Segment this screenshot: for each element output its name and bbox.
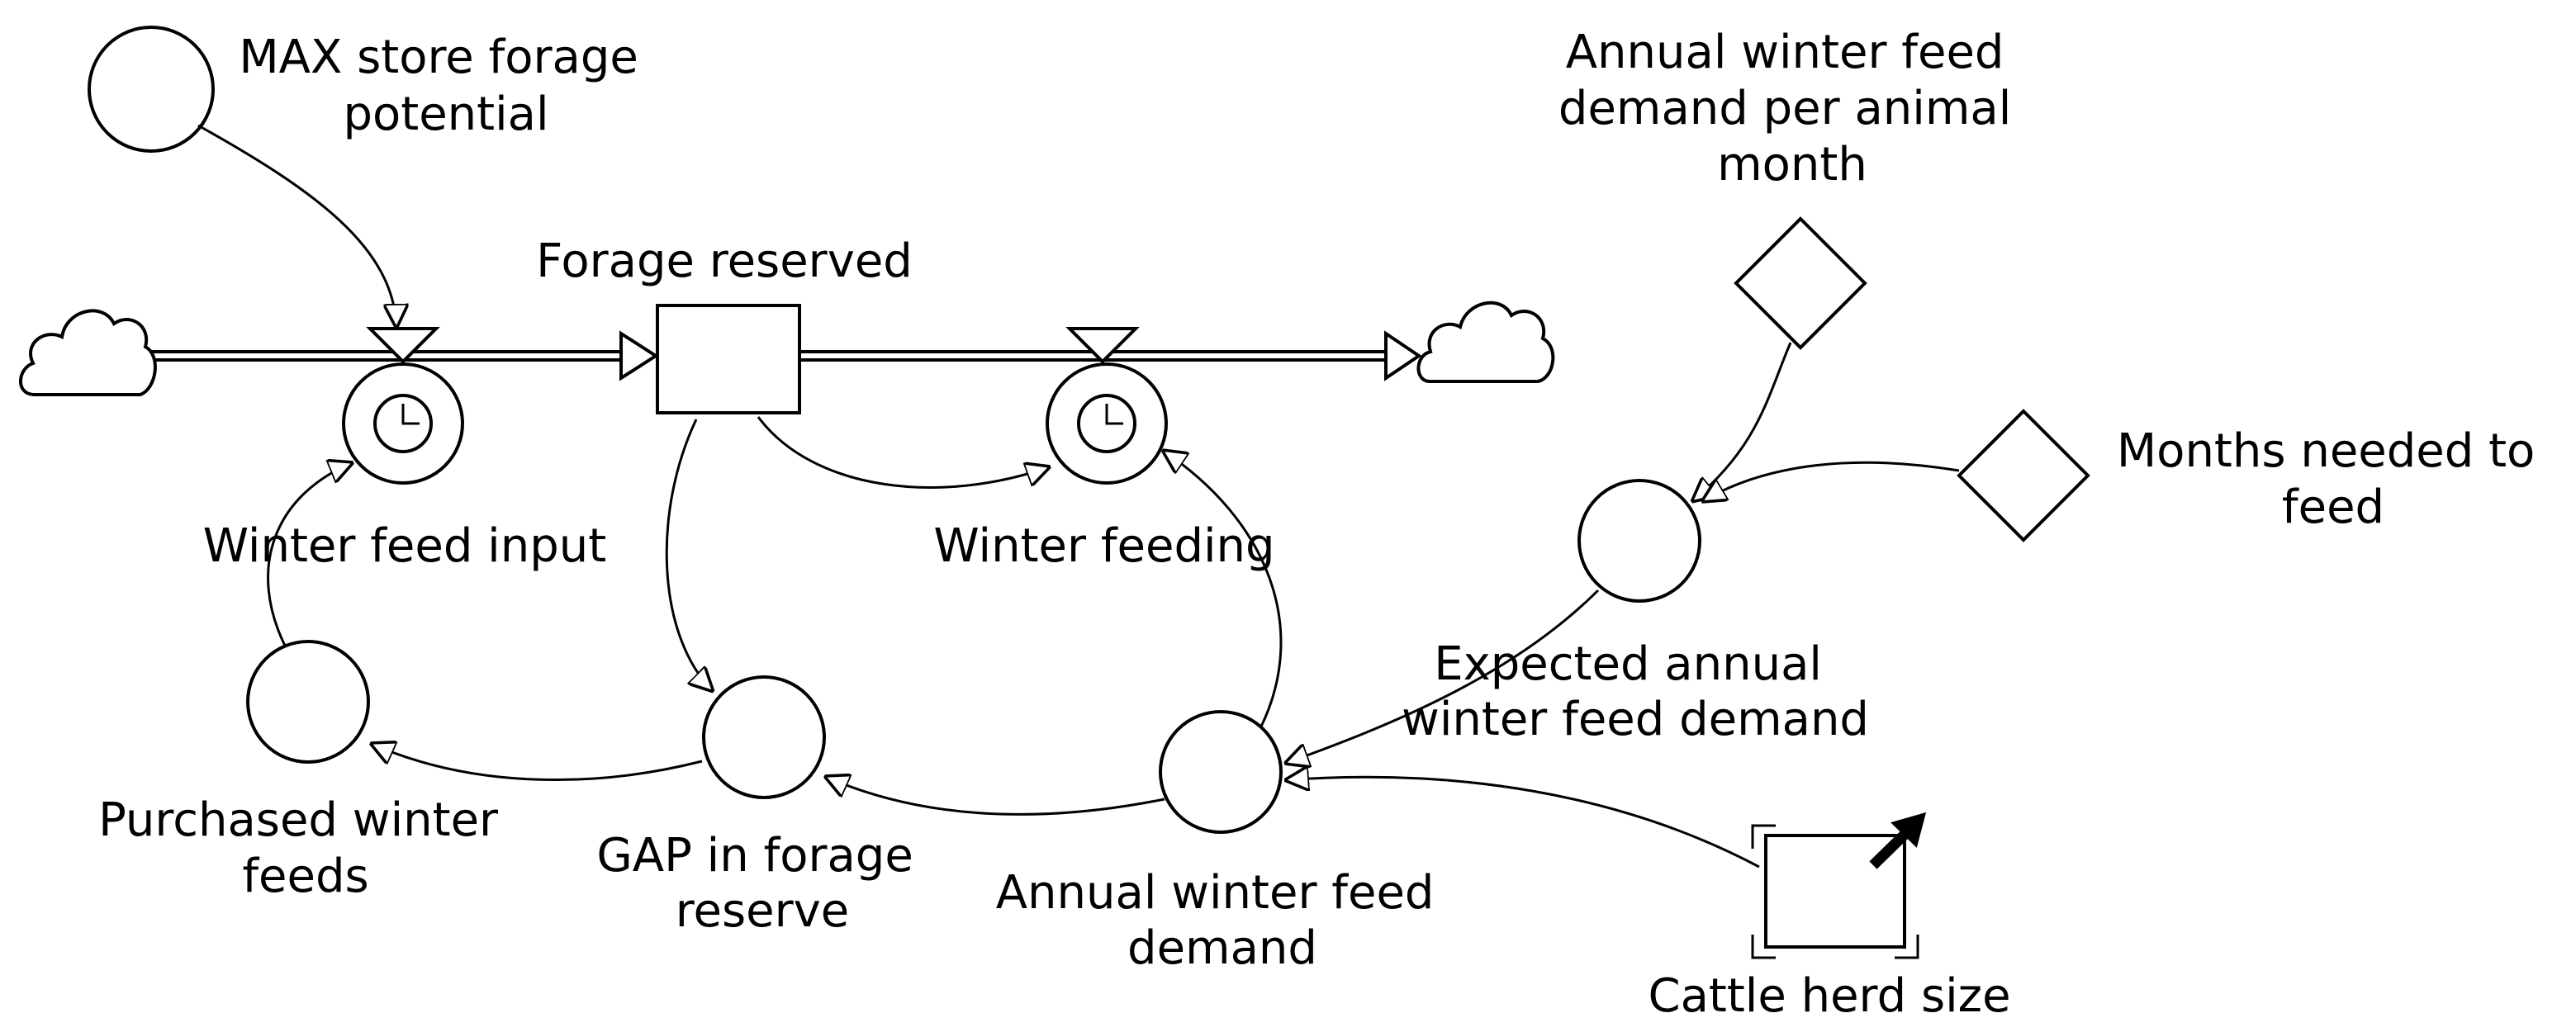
- link-purchased-to-input: [267, 462, 353, 646]
- expected-annual-demand-node: [1577, 479, 1701, 603]
- link-per-animal-to-expected: [1691, 342, 1792, 502]
- winter-feed-input-flow: [342, 362, 464, 485]
- max-store-label: MAX store forage potential: [239, 31, 652, 141]
- cattle-herd-size-node: [1751, 812, 1927, 959]
- link-stock-to-feeding: [757, 416, 1051, 489]
- forage-reserved-label: Forage reserved: [536, 234, 913, 288]
- link-max-to-input: [197, 124, 396, 329]
- winter-feed-input-label: Winter feed input: [203, 519, 606, 573]
- max-store-forage-potential-node: [88, 26, 215, 153]
- link-cattle-to-annual: [1284, 777, 1760, 869]
- link-expected-to-annual: [1284, 589, 1600, 764]
- winter-feeding-label: Winter feeding: [933, 519, 1274, 573]
- link-annual-to-feeding: [1162, 450, 1283, 727]
- months-needed-label: Months needed to feed: [2117, 424, 2550, 534]
- link-months-to-expected: [1701, 461, 1960, 502]
- expected-demand-label: Expected annual winter feed demand: [1402, 637, 1869, 746]
- purchased-winter-feeds-node: [246, 640, 370, 764]
- months-needed-constant: [1957, 409, 2090, 542]
- cattle-label: Cattle herd size: [1648, 969, 2010, 1023]
- annual-demand-per-animal-constant: [1734, 216, 1867, 350]
- winter-feeding-flow: [1046, 362, 1168, 485]
- source-cloud-icon: [19, 309, 157, 396]
- purchased-label: Purchased winter feeds: [98, 793, 513, 903]
- link-annual-to-gap: [824, 776, 1165, 816]
- annual-demand-label: Annual winter feed demand: [996, 866, 1449, 975]
- link-gap-to-purchased: [370, 743, 703, 782]
- link-stock-to-gap: [665, 419, 714, 692]
- sink-cloud-icon: [1416, 301, 1555, 383]
- gap-label: GAP in forage reserve: [596, 829, 927, 938]
- forage-reserved-stock: [656, 304, 801, 414]
- annual-winter-feed-demand-node: [1159, 710, 1283, 834]
- outflow-valve-icon: [1065, 327, 1140, 364]
- inflow-pipe: [149, 330, 659, 381]
- gap-in-forage-reserve-node: [702, 675, 826, 799]
- annual-per-animal-label: Annual winter feed demand per animal mon…: [1558, 26, 2026, 192]
